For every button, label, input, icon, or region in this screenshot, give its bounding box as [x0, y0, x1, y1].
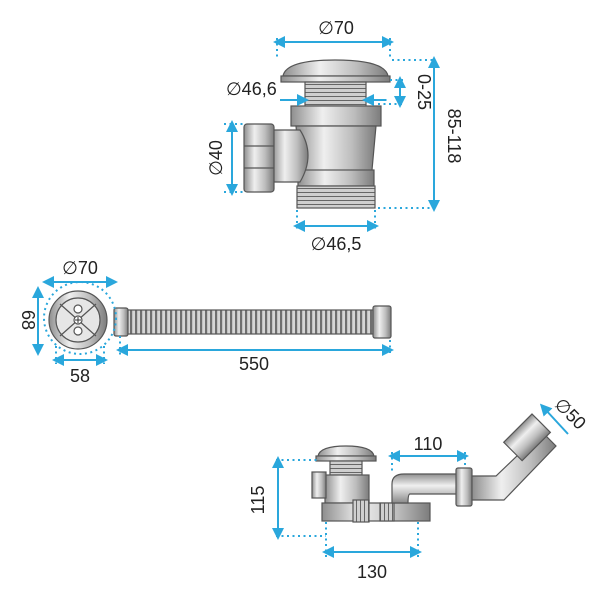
top-drain-assembly — [243, 59, 391, 209]
threaded-stem — [304, 81, 367, 107]
drain-body-collar — [290, 105, 382, 127]
label-bot-diam-50: ∅50 — [551, 394, 590, 433]
hose-right-nut — [372, 305, 392, 339]
label-top-height: 85-118 — [444, 109, 464, 164]
corrugated-hose — [127, 309, 374, 335]
label-bot-width-130: 130 — [357, 562, 387, 582]
drain-cap-rim — [280, 75, 391, 83]
label-top-diam-46-6: ∅46,6 — [226, 79, 277, 99]
trap-horizontal — [321, 502, 431, 522]
label-mid-height-68: 68 — [18, 310, 38, 330]
diagonal-pipe-end — [502, 413, 552, 462]
drain-body-lower — [297, 169, 375, 187]
label-mid-length-550: 550 — [239, 354, 269, 374]
bottom-assembly — [311, 413, 557, 523]
drain-cap — [282, 59, 389, 77]
side-outlet — [271, 129, 309, 183]
diagonal-outlet-pipe — [471, 431, 557, 501]
label-top-diam-46-5: ∅46,5 — [311, 234, 362, 254]
trap-elbow — [391, 473, 459, 504]
label-top-diam-70: ∅70 — [318, 18, 354, 38]
bottom-thread — [296, 185, 376, 209]
bottom-drain-body — [324, 474, 370, 504]
outlet-nut — [243, 123, 275, 193]
label-bot-height-115: 115 — [248, 486, 268, 515]
label-mid-width-58: 58 — [70, 366, 90, 386]
label-top-diam-40: ∅40 — [206, 140, 226, 176]
middle-hose-assembly — [48, 290, 392, 350]
bottom-outlet-nut — [455, 467, 473, 507]
bottom-side-nut — [311, 471, 327, 499]
label-mid-diam-70: ∅70 — [62, 258, 98, 278]
top-dimensions: ∅70 ∅46,6 0-25 85-118 ∅40 ∅46,5 — [206, 18, 464, 254]
middle-dimensions: ∅70 68 58 550 — [18, 258, 394, 386]
label-top-range-0-25: 0-25 — [414, 74, 434, 110]
bottom-drain-cap — [317, 445, 375, 457]
label-bot-width-110: 110 — [414, 434, 443, 454]
